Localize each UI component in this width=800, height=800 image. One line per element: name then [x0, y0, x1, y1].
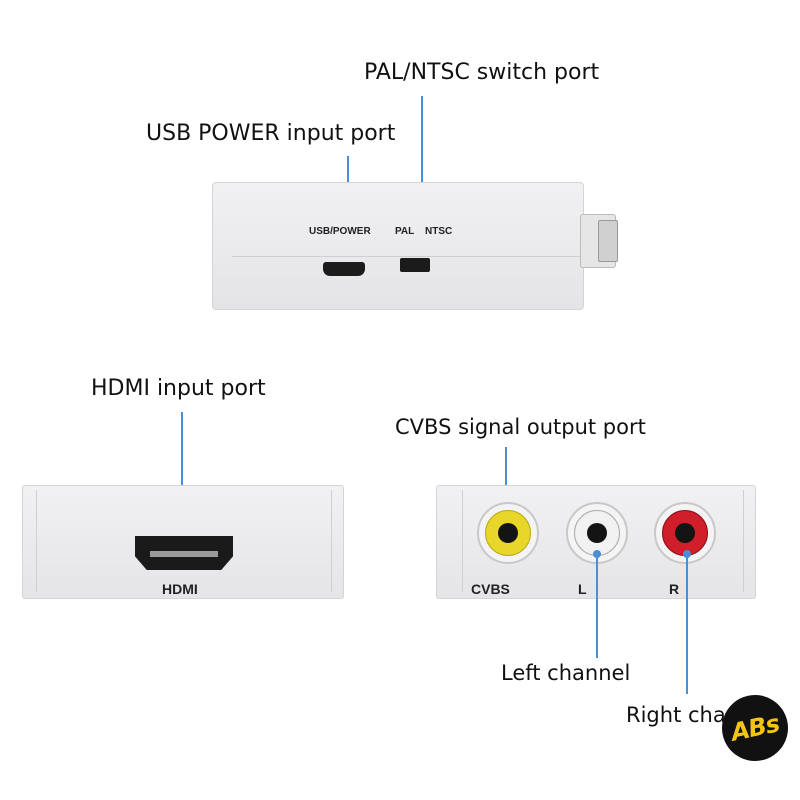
abs-logo-text: ABs	[728, 709, 782, 747]
hdmi-leader-line	[181, 412, 183, 534]
av-device-inner	[462, 490, 744, 592]
cvbs-leader-line	[505, 447, 507, 509]
l-jack-hole	[587, 523, 607, 543]
mini-usb-port	[323, 262, 365, 276]
hdmi-input-label: HDMI input port	[91, 376, 266, 401]
right-channel-label: Right cha	[626, 703, 726, 727]
l-device-text: L	[578, 581, 587, 597]
ntsc-device-text: NTSC	[425, 226, 453, 237]
r-jack-hole	[675, 523, 695, 543]
hdmi-device-inner	[36, 490, 332, 592]
right-channel-leader-line	[686, 554, 688, 694]
left-channel-label: Left channel	[501, 661, 631, 685]
top-device-body	[212, 182, 584, 310]
hdmi-device-text: HDMI	[162, 581, 198, 597]
pal-ntsc-leader-line	[421, 96, 423, 263]
pal-device-text: PAL	[395, 226, 415, 237]
left-channel-leader-line	[596, 554, 598, 658]
hdmi-port-insert	[150, 551, 218, 557]
pal-ntsc-switch	[400, 258, 430, 272]
usb-power-input-label: USB POWER input port	[146, 121, 396, 146]
pal-ntsc-switch-label: PAL/NTSC switch port	[364, 60, 600, 85]
cvbs-jack-hole	[498, 523, 518, 543]
top-device: USB/POWER PAL NTSC	[212, 182, 584, 310]
cvbs-output-label: CVBS signal output port	[395, 415, 646, 439]
usb-power-device-text: USB/POWER	[309, 226, 371, 237]
cvbs-device-text: CVBS	[471, 581, 510, 597]
abs-logo: ABs	[715, 688, 795, 768]
r-device-text: R	[669, 581, 680, 597]
side-rca-tip	[598, 220, 618, 262]
top-device-seam	[232, 256, 582, 257]
